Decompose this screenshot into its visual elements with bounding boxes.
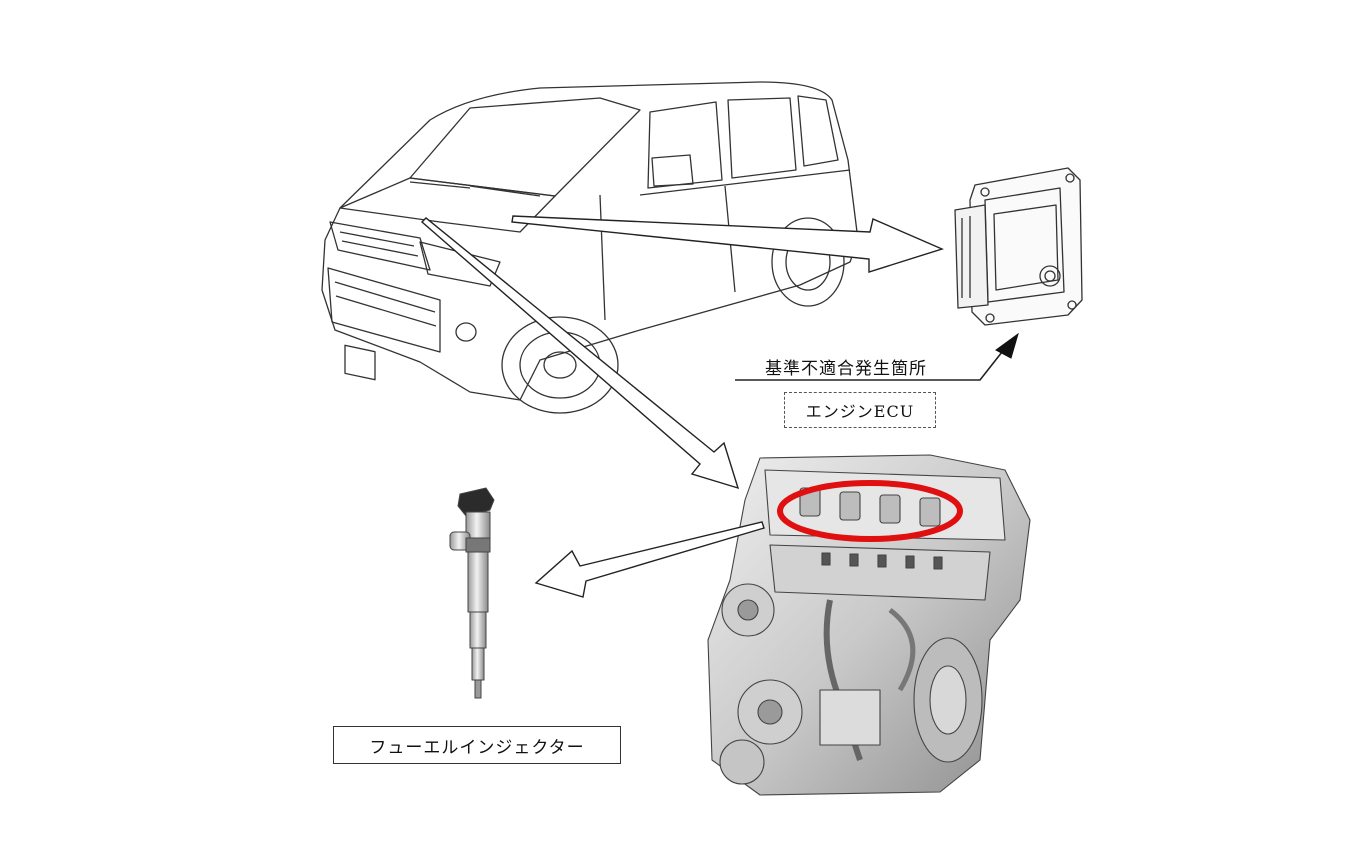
ecu-illustration (954, 167, 1083, 326)
fuel-injector-label: フューエルインジェクター (333, 726, 621, 764)
fuel-injector-illustration (449, 487, 495, 699)
defect-leader-line (735, 332, 1019, 381)
defect-location-label: 基準不適合発生箇所 (765, 359, 927, 379)
injector-highlight-ring (777, 480, 963, 542)
arrow-to-engine (420, 217, 740, 490)
ecu-label: エンジンECU (784, 392, 936, 428)
arrow-to-injector (534, 521, 765, 598)
engine-illustration (707, 454, 1031, 796)
arrow-to-ecu (511, 215, 944, 273)
